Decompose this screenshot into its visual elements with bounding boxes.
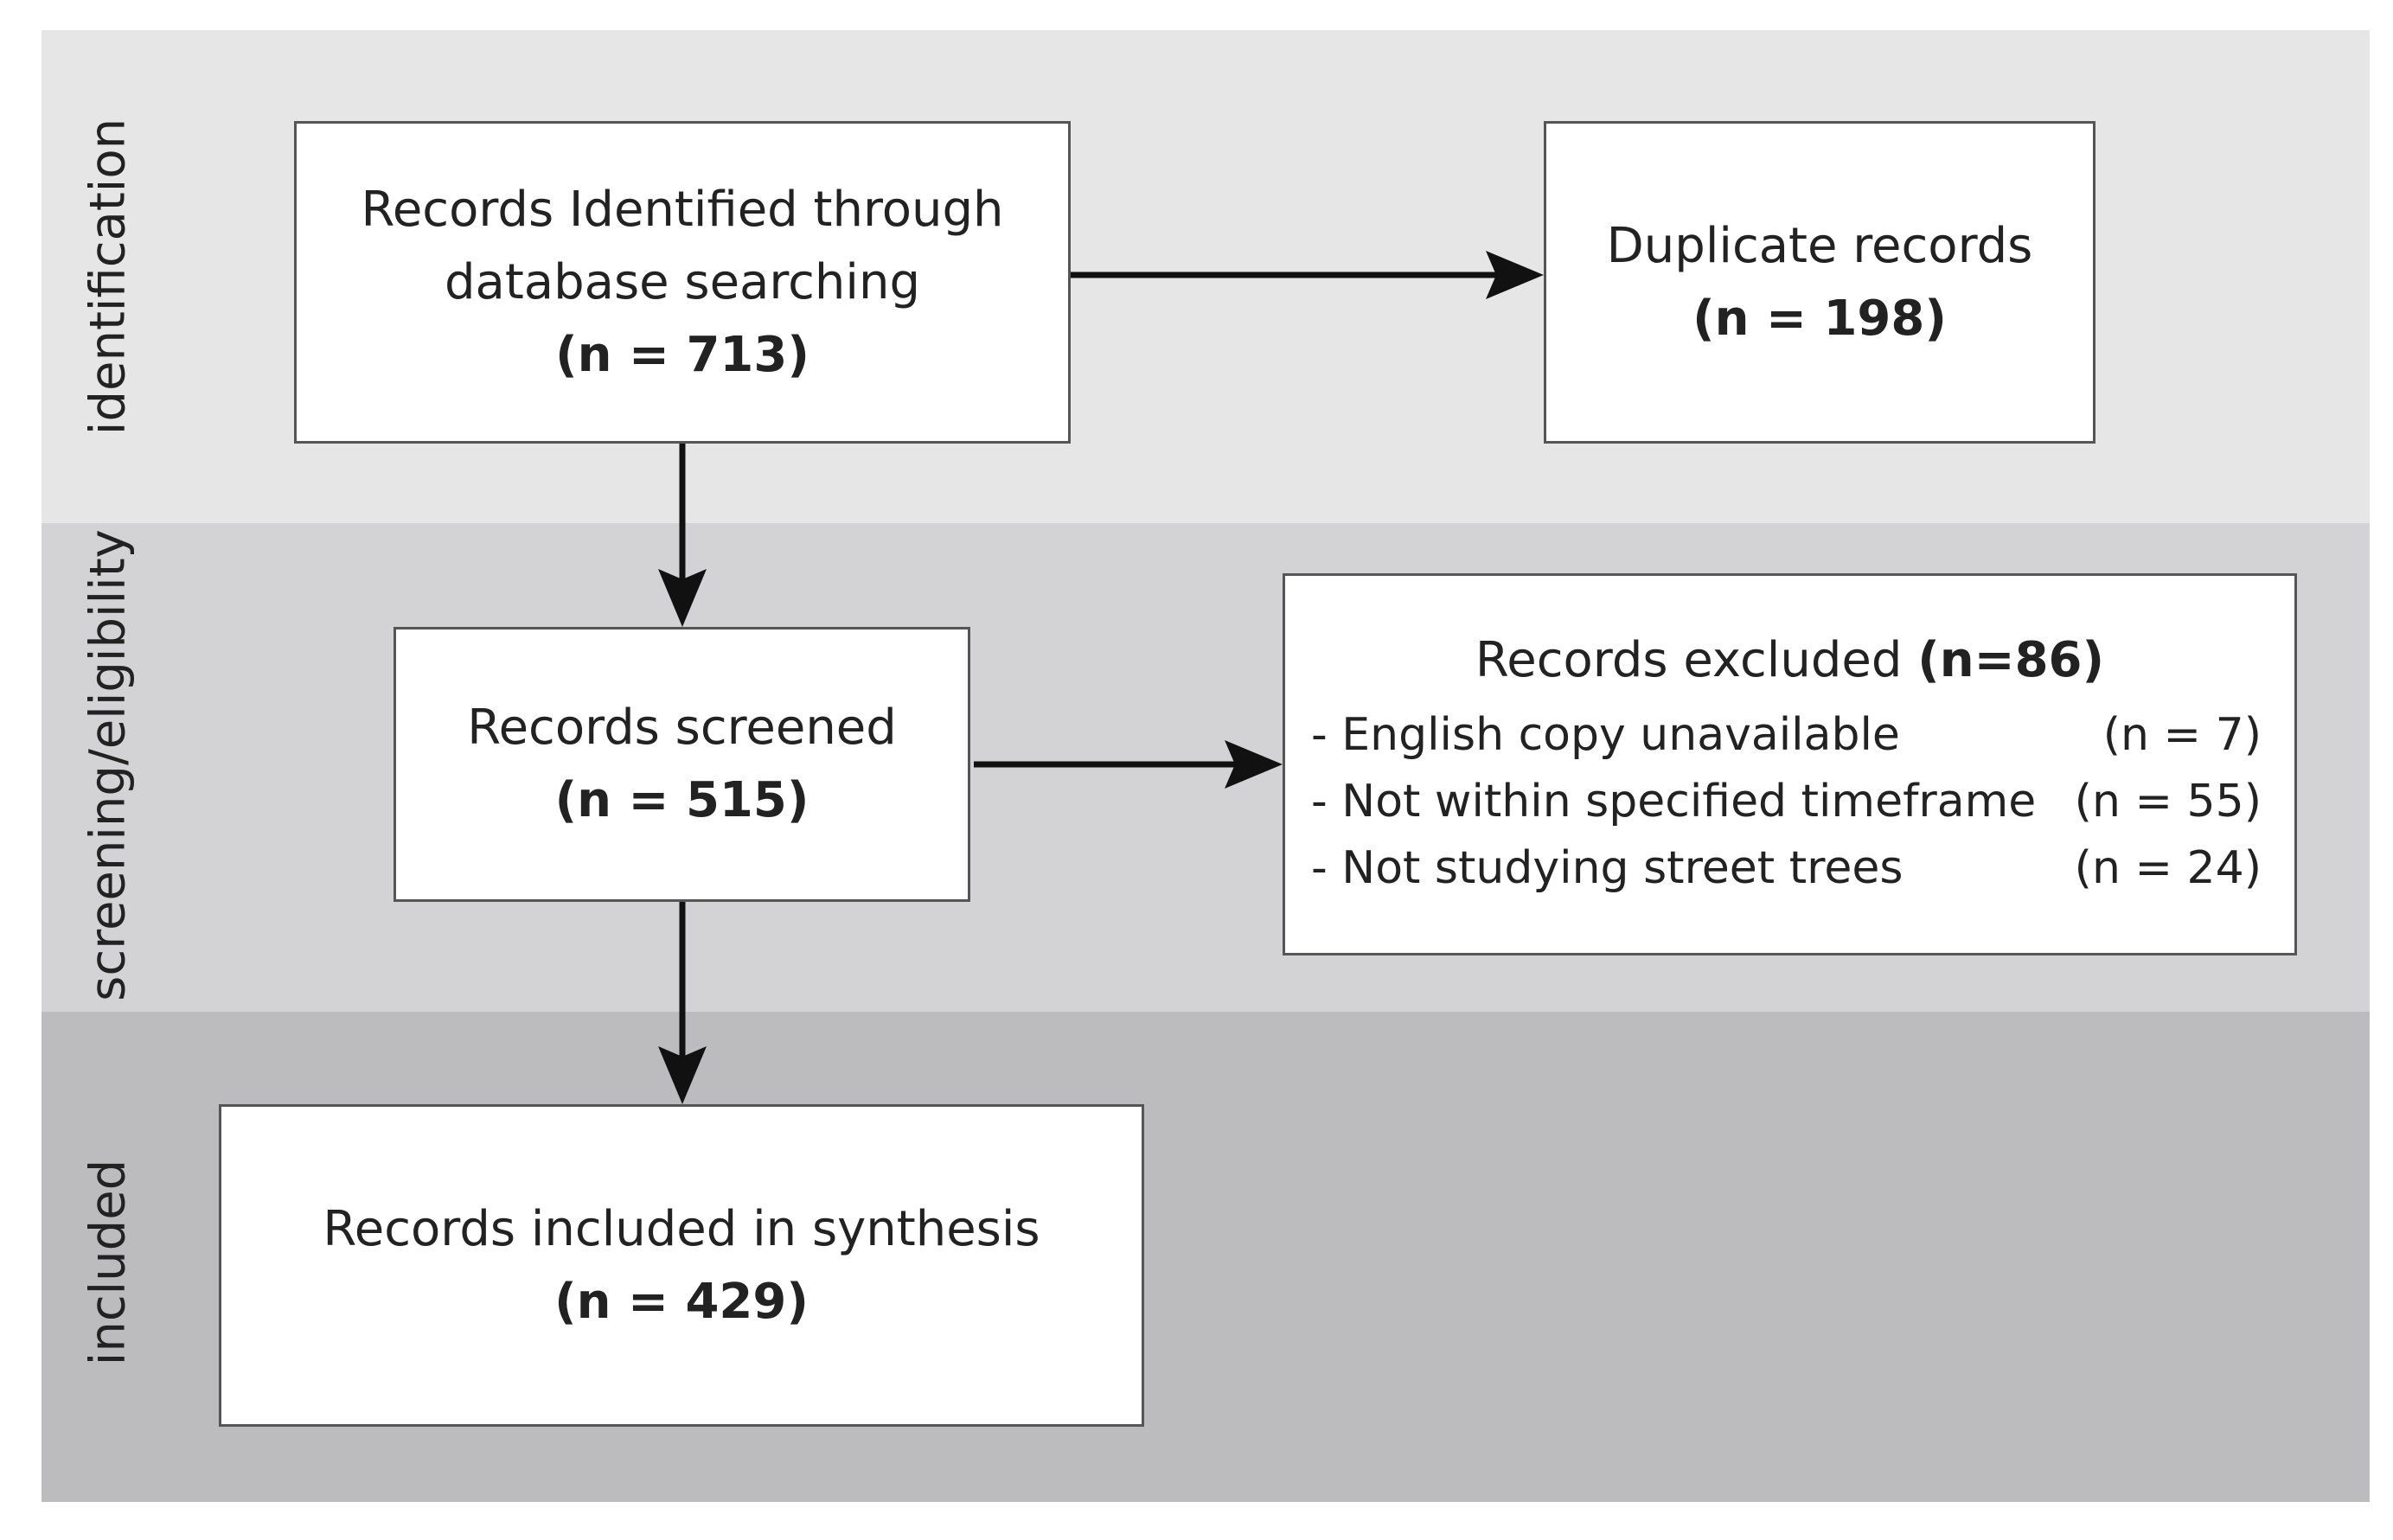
exclusion-reason-list: - English copy unavailable (n = 7) - Not…: [1285, 702, 2294, 902]
records-excluded-box: Records excluded (n=86) - English copy u…: [1283, 573, 2297, 955]
records-excluded-heading: Records excluded (n=86): [1475, 624, 2104, 697]
duplicate-records-box: Duplicate records (n = 198): [1544, 121, 2095, 444]
records-included-count: (n = 429): [554, 1273, 809, 1330]
exclusion-reason-count: (n = 55): [2074, 776, 2262, 828]
records-included-label: Records included in synthesis: [323, 1200, 1040, 1257]
duplicate-records-count: (n = 198): [1692, 290, 1947, 347]
records-screened-count: (n = 515): [554, 772, 809, 828]
records-identified-line2: database searching: [444, 253, 921, 310]
exclusion-reason-row: - Not studying street trees (n = 24): [1285, 835, 2294, 902]
records-identified-line1: Records Identified through: [361, 181, 1004, 238]
exclusion-reason-row: - Not within specified timeframe (n = 55…: [1285, 769, 2294, 835]
exclusion-reason-count: (n = 7): [2102, 709, 2262, 761]
records-identified-box: Records Identified through database sear…: [294, 121, 1071, 444]
records-identified-count: (n = 713): [555, 326, 809, 383]
arrowhead-duplicates: [1486, 251, 1544, 299]
records-included-box: Records included in synthesis (n = 429): [219, 1104, 1144, 1427]
arrowhead-included: [658, 1046, 707, 1104]
arrowhead-excluded: [1225, 740, 1283, 789]
exclusion-reason-count: (n = 24): [2074, 842, 2262, 894]
records-screened-box: Records screened (n = 515): [394, 627, 970, 902]
duplicate-records-label: Duplicate records: [1606, 217, 2033, 274]
records-excluded-count: (n=86): [1917, 632, 2105, 688]
exclusion-reason-row: - English copy unavailable (n = 7): [1285, 702, 2294, 769]
arrowhead-screened: [658, 569, 707, 627]
exclusion-reason-text: - Not within specified timeframe: [1311, 776, 2037, 828]
records-excluded-title: Records excluded: [1475, 632, 1918, 688]
exclusion-reason-text: - Not studying street trees: [1311, 842, 1904, 894]
exclusion-reason-text: - English copy unavailable: [1311, 709, 1900, 761]
records-screened-label: Records screened: [467, 700, 897, 756]
